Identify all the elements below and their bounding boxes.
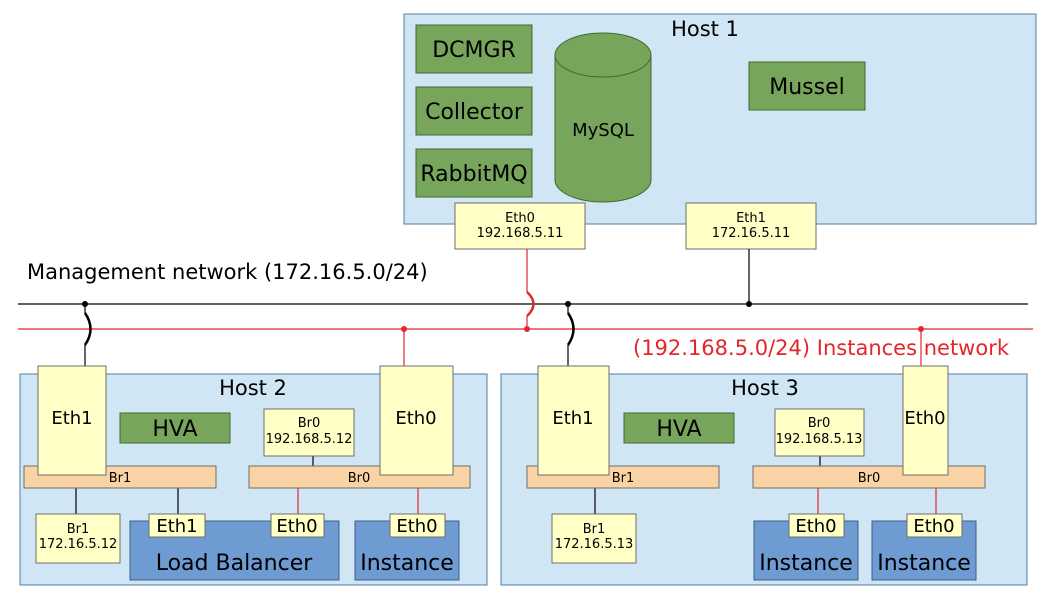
host3-eth0-label: Eth0 bbox=[904, 408, 945, 429]
mysql-cylinder bbox=[554, 32, 652, 203]
networks: Management network (172.16.5.0/24) (192.… bbox=[18, 260, 1033, 360]
host1-title: Host 1 bbox=[671, 17, 739, 41]
load-balancer-eth1-label: Eth1 bbox=[156, 516, 197, 537]
host1-eth1-name: Eth1 bbox=[736, 211, 766, 226]
host2-eth0-box bbox=[379, 365, 454, 476]
host2-eth1-junction bbox=[82, 301, 88, 307]
host1-eth0-box bbox=[454, 202, 586, 250]
host3-eth1-hop bbox=[566, 312, 575, 346]
host2-eth1-label: Eth1 bbox=[51, 408, 92, 429]
host3-eth0-box bbox=[902, 365, 949, 476]
host2-eth0-junction bbox=[401, 326, 407, 332]
host1-eth0-junction bbox=[524, 326, 530, 332]
host2-br1-ip: 172.16.5.12 bbox=[39, 537, 118, 552]
host3-eth0-junction bbox=[918, 326, 924, 332]
host2-br1-name: Br1 bbox=[67, 522, 90, 537]
host2-instance-eth0-box bbox=[389, 513, 446, 538]
load-balancer-label: Load Balancer bbox=[156, 551, 314, 576]
host3-instance-a-eth0-box bbox=[788, 513, 845, 538]
host2-eth0-label: Eth0 bbox=[395, 408, 436, 429]
host2-br0-box bbox=[263, 408, 355, 457]
host2-br0-ip: 192.168.5.12 bbox=[266, 432, 353, 447]
instances-network-label: (192.168.5.0/24) Instances network bbox=[633, 336, 1010, 360]
dcmgr-box bbox=[415, 24, 533, 74]
host3-hva-box bbox=[623, 412, 735, 444]
host3-instance-a-label: Instance bbox=[759, 551, 853, 576]
host1-eth1-ip: 172.16.5.11 bbox=[712, 226, 791, 241]
management-network-label: Management network (172.16.5.0/24) bbox=[27, 260, 428, 284]
host2-title: Host 2 bbox=[219, 376, 287, 400]
host3-instance-b-label: Instance bbox=[877, 551, 971, 576]
host1-eth0-ip: 192.168.5.11 bbox=[477, 226, 564, 241]
host2: Host 2 Br1 Br0 Eth1 Eth0 HVA Br0 192.168… bbox=[19, 301, 488, 586]
host3-br1-ip: 172.16.5.13 bbox=[555, 537, 634, 552]
host3-eth1-label: Eth1 bbox=[552, 408, 593, 429]
host3-br0-ip: 192.168.5.13 bbox=[776, 432, 863, 447]
collector-label: Collector bbox=[425, 100, 524, 125]
host3-instance-b-eth0-label: Eth0 bbox=[913, 516, 954, 537]
host3-instance-b-eth0-box bbox=[906, 513, 963, 538]
host1-eth1-junction bbox=[746, 301, 752, 307]
host2-br0-name: Br0 bbox=[298, 416, 321, 431]
host3-instance-a-eth0-label: Eth0 bbox=[795, 516, 836, 537]
host1-eth0-hop bbox=[526, 291, 535, 317]
host3-br1-box bbox=[551, 513, 637, 564]
host2-hva-box bbox=[119, 412, 231, 444]
host1-eth0-name: Eth0 bbox=[505, 211, 535, 226]
load-balancer-eth0-label: Eth0 bbox=[276, 516, 317, 537]
host1-eth1-box bbox=[685, 202, 817, 250]
load-balancer-eth0-box bbox=[270, 513, 325, 538]
host2-br1-bar-label: Br1 bbox=[109, 471, 132, 486]
collector-box bbox=[415, 86, 533, 136]
rabbitmq-label: RabbitMQ bbox=[420, 162, 527, 187]
host3-eth1-junction bbox=[565, 301, 571, 307]
host2-br1-box bbox=[35, 513, 121, 564]
host3-br0-name: Br0 bbox=[808, 416, 831, 431]
host2-br0-bar-label: Br0 bbox=[348, 471, 371, 486]
mysql-label: MySQL bbox=[572, 120, 634, 141]
host1-connections bbox=[524, 249, 752, 332]
host2-eth1-box bbox=[37, 365, 107, 476]
host3-br1-name: Br1 bbox=[583, 522, 606, 537]
host2-hva-label: HVA bbox=[152, 417, 197, 442]
host3-title: Host 3 bbox=[731, 376, 799, 400]
load-balancer-eth1-box bbox=[148, 513, 206, 538]
mussel-label: Mussel bbox=[769, 75, 845, 100]
mussel-box bbox=[748, 61, 866, 111]
host1: Host 1 DCMGR Collector RabbitMQ MySQL Mu… bbox=[403, 13, 1037, 250]
dcmgr-label: DCMGR bbox=[432, 38, 516, 63]
host2-eth1-hop bbox=[83, 312, 92, 346]
host3-br0-box bbox=[774, 408, 865, 457]
host3: Host 3 Br1 Br0 Eth1 Eth0 HVA Br0 192.168… bbox=[500, 301, 1028, 586]
host2-instance-label: Instance bbox=[360, 551, 454, 576]
host3-eth1-box bbox=[537, 365, 610, 476]
host2-instance-eth0-label: Eth0 bbox=[396, 516, 437, 537]
host3-hva-label: HVA bbox=[656, 417, 701, 442]
rabbitmq-box bbox=[415, 148, 533, 198]
host3-br0-bar-label: Br0 bbox=[858, 471, 881, 486]
host3-br1-bar-label: Br1 bbox=[612, 471, 635, 486]
